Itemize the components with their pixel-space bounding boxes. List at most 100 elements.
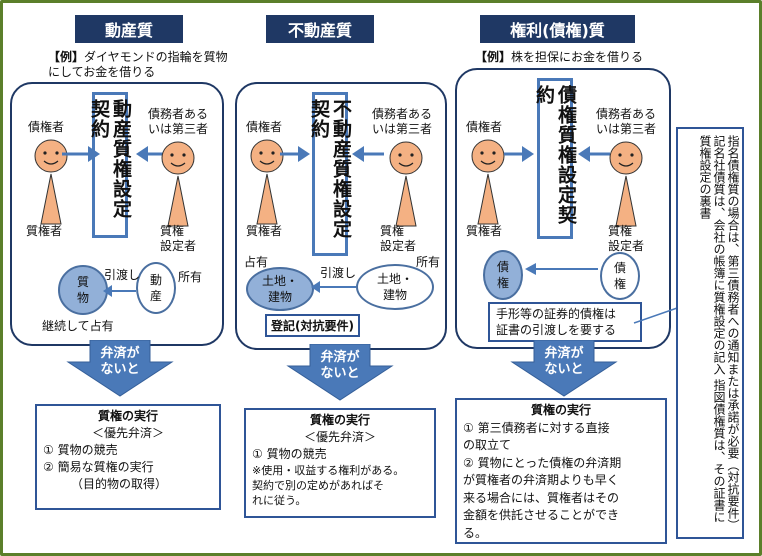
registration-badge: 登記(対抗要件)	[265, 314, 360, 337]
debtor-person-icon	[161, 141, 195, 227]
side-note-text: 指名債権質の場合は、第三債務者への通知または承諾が必要（対抗要件） 記名社債質は…	[696, 129, 742, 537]
execution-line-4: が質権者の弁済期よりも早く	[463, 473, 619, 487]
example-text: 株を担保にお金を借りる	[511, 50, 644, 64]
land-right-line2: 建物	[382, 288, 407, 302]
pledged-item-line1: 質	[76, 275, 89, 289]
execution-item-2: ② 簡易な質権の実行	[43, 460, 154, 474]
delivery-label: 引渡し	[104, 268, 141, 282]
execution-item-2b: （目的物の取得）	[71, 477, 168, 491]
execution-line-2: の取立て	[463, 438, 512, 452]
pledged-item-line2: 物	[76, 291, 89, 305]
example-text-line1: ダイヤモンドの指輪を質物	[84, 50, 228, 64]
creditor-label: 債権者	[466, 120, 503, 134]
setter-label-line1: 質権	[380, 224, 405, 238]
delivery-arrow	[311, 281, 356, 293]
debtor-label-line2: いは第三者	[372, 122, 433, 136]
down-arrow-col1	[66, 340, 174, 397]
execution-line-6: 金額を供託させることができ	[463, 508, 620, 522]
claim-right-line1: 債	[613, 261, 626, 275]
execution-title: 質権の実行	[309, 413, 370, 427]
debtor-person-icon	[609, 141, 643, 227]
arrow-label-line1: 弁済が	[320, 350, 360, 365]
arrow-label-line2: ないと	[544, 362, 584, 377]
contract-arrows	[504, 146, 610, 162]
arrow-label-line1: 弁済が	[100, 346, 140, 361]
continuous-possession-label: 継続して占有	[42, 319, 114, 333]
claim-oval-left: 債権	[483, 250, 523, 300]
example-col3: 【例】株を担保にお金を借りる	[475, 50, 643, 65]
movable-line2: 産	[149, 289, 162, 303]
side-note-box: 指名債権質の場合は、第三債務者への通知または承諾が必要（対抗要件） 記名社債質は…	[676, 127, 744, 539]
execution-subtitle: ＜優先弁済＞	[91, 426, 164, 440]
header-movable-pledge: 動産質	[75, 15, 183, 43]
creditor-label: 債権者	[246, 120, 283, 134]
example-tag: 【例】	[475, 50, 512, 64]
debtor-label-line2: いは第三者	[596, 122, 657, 136]
securities-note: 手形等の証券的債権は 証書の引渡しを要する	[488, 302, 642, 342]
pledgee-label: 質権者	[246, 224, 283, 238]
execution-line-7: る。	[463, 525, 488, 540]
execution-item-1: ① 質物の競売	[43, 443, 118, 457]
arrow-label-col1: 弁済がないと	[80, 346, 160, 378]
execution-item-1: ① 質物の競売	[252, 447, 327, 461]
execution-note-1: ※使用・収益する権利がある。	[252, 464, 405, 477]
movable-property-oval: 動産	[136, 262, 176, 314]
execution-line-1: ① 第三債務者に対する直接	[463, 420, 610, 435]
setter-label-line2: 設定者	[608, 239, 645, 253]
claim-right-line2: 権	[613, 277, 626, 291]
contract-box: 動産質権設定契約	[88, 92, 132, 238]
land-left-line2: 建物	[267, 290, 292, 304]
setter-label-line2: 設定者	[160, 239, 197, 253]
movable-line1: 動	[149, 273, 162, 287]
setter-label-line1: 質権	[160, 224, 185, 238]
execution-note-3: れに従う。	[252, 494, 307, 507]
delivery-label: 引渡し	[320, 266, 357, 280]
creditor-person-icon	[471, 139, 505, 225]
pledged-item-oval: 質物	[58, 265, 108, 315]
contract-text: 動産質権設定契約	[88, 99, 132, 219]
contract-text: 債権質権設定契約	[533, 85, 577, 225]
contract-arrows	[62, 146, 170, 162]
execution-line-5: 来る場合には、質権者はその	[463, 490, 620, 505]
debtor-label-line1: 債務者ある	[372, 107, 433, 121]
land-left-line1: 土地・	[261, 274, 298, 288]
down-arrow-col3	[510, 340, 618, 397]
example-text-line2: にしてお金を借りる	[48, 65, 156, 79]
example-col1: 【例】ダイヤモンドの指輪を質物 にしてお金を借りる	[48, 50, 228, 80]
execution-line-3: ② 質物にとった債権の弁済期	[463, 455, 622, 470]
securities-note-line2: 証書の引渡しを要する	[496, 323, 617, 337]
pledgee-label: 質権者	[466, 224, 503, 238]
land-right-line1: 土地・	[376, 272, 413, 286]
contract-text: 不動産質権設定契約	[308, 99, 352, 239]
header-real-estate-pledge: 不動産質	[266, 15, 374, 43]
ownership-label: 所有	[178, 270, 203, 284]
example-tag: 【例】	[48, 50, 85, 64]
down-arrow-col2	[286, 344, 394, 401]
side-note-line2: 記名社債質は、会社の帳簿に質権設定の記入	[712, 135, 726, 375]
arrow-label-line2: ないと	[320, 366, 360, 381]
contract-box: 不動産質権設定契約	[308, 92, 352, 256]
land-building-oval-left: 土地・建物	[246, 267, 314, 311]
execution-title: 質権の実行	[530, 403, 591, 417]
contract-box: 債権質権設定契約	[533, 78, 577, 239]
execution-box-col1: 質権の実行 ＜優先弁済＞ ① 質物の競売 ② 簡易な質権の実行 （目的物の取得）	[35, 404, 221, 510]
debtor-person-icon	[389, 141, 423, 227]
pledgee-label: 質権者	[26, 224, 63, 238]
execution-box-col2: 質権の実行 ＜優先弁済＞ ① 質物の競売 ※使用・収益する権利がある。 契約で別…	[244, 408, 436, 518]
header-rights-pledge: 権利(債権)質	[480, 15, 635, 43]
execution-note-2: 契約で別の定めがあればそ	[252, 479, 384, 492]
contract-arrows	[280, 146, 384, 162]
creditor-label: 債権者	[28, 120, 65, 134]
execution-title: 質権の実行	[97, 409, 158, 423]
creditor-person-icon	[250, 139, 284, 225]
arrow-label-col2: 弁済がないと	[300, 350, 380, 382]
debtor-label-line2: いは第三者	[148, 122, 209, 136]
execution-subtitle: ＜優先弁済＞	[303, 430, 376, 444]
side-note-line3: 指図債権質は、その証書に質権設定の裏書	[698, 135, 726, 523]
delivery-arrow	[103, 285, 136, 297]
arrow-label-line2: ないと	[100, 362, 140, 377]
delivery-arrow	[525, 263, 598, 275]
debtor-label-line1: 債務者ある	[596, 107, 657, 121]
securities-note-line1: 手形等の証券的債権は	[496, 307, 617, 321]
